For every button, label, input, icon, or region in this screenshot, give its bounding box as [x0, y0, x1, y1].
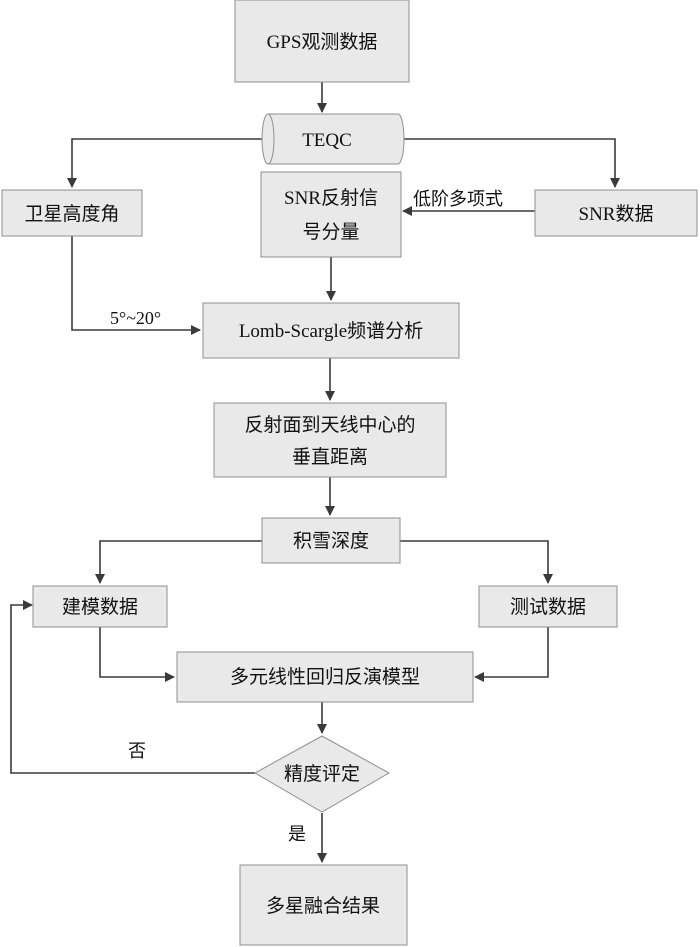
node-regression: 多元线性回归反演模型 [176, 651, 474, 703]
node-lomb-label: Lomb-Scargle频谱分析 [239, 320, 423, 342]
node-lomb: Lomb-Scargle频谱分析 [202, 302, 460, 359]
node-height-line1: 反射面到天线中心的 [244, 414, 415, 436]
arrow-accuracy-feedback [10, 600, 255, 774]
node-accuracy: 精度评定 [253, 735, 391, 813]
node-teqc: TEQC [261, 113, 405, 165]
node-gps-data: GPS观测数据 [234, 0, 410, 83]
node-snow-depth-label: 积雪深度 [293, 530, 369, 552]
node-model-data-label: 建模数据 [62, 596, 138, 618]
edge-label-yes: 是 [288, 824, 306, 844]
edge-label-angle-range: 5°~20° [110, 308, 161, 328]
node-snr-reflect: SNR反射信 号分量 [260, 171, 402, 258]
arrow-snow-to-test [400, 540, 553, 584]
node-teqc-label: TEQC [302, 130, 352, 151]
node-regression-label: 多元线性回归反演模型 [230, 666, 420, 688]
node-test-data: 测试数据 [478, 585, 618, 628]
arrow-model-to-regression [99, 627, 175, 682]
node-snr-reflect-line2: 号分量 [302, 221, 359, 243]
node-model-data: 建模数据 [32, 585, 168, 628]
node-height: 反射面到天线中心的 垂直距离 [213, 402, 447, 478]
node-test-data-label: 测试数据 [510, 596, 586, 618]
arrow-teqc-to-elevation [67, 138, 262, 188]
node-gps-data-label: GPS观测数据 [267, 31, 378, 53]
node-fusion-label: 多星融合结果 [266, 895, 380, 917]
arrow-elevation-to-lomb [71, 236, 201, 335]
arrow-snow-to-model [95, 540, 262, 584]
node-snow-depth: 积雪深度 [261, 517, 401, 564]
node-elevation: 卫星高度角 [1, 189, 143, 237]
node-fusion: 多星融合结果 [239, 864, 408, 946]
node-snr-data-label: SNR数据 [579, 203, 654, 225]
node-snr-data: SNR数据 [534, 189, 698, 237]
edge-label-poly: 低阶多项式 [413, 189, 503, 209]
edge-label-no: 否 [128, 741, 146, 761]
node-accuracy-label: 精度评定 [284, 763, 360, 785]
arrow-test-to-regression [474, 627, 549, 682]
node-snr-reflect-line1: SNR反射信 [284, 187, 378, 209]
connectors [10, 82, 620, 863]
node-height-line2: 垂直距离 [292, 446, 368, 468]
node-elevation-label: 卫星高度角 [24, 203, 119, 225]
arrow-teqc-to-snr-data [404, 138, 620, 188]
